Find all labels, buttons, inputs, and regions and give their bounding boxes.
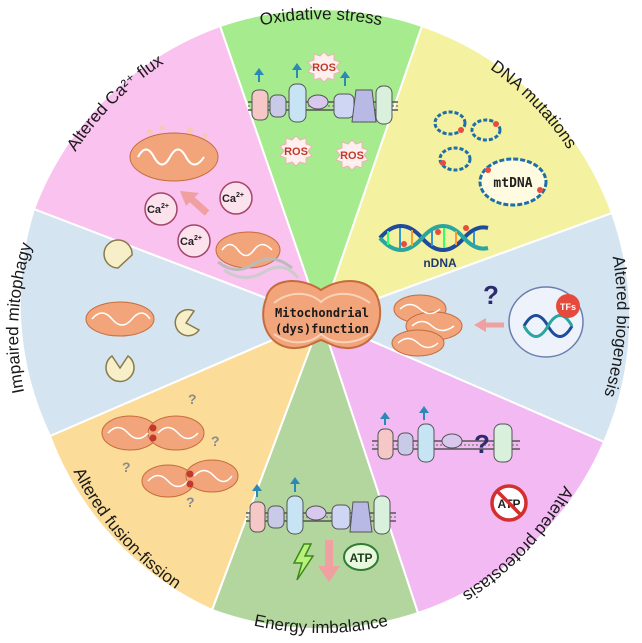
- wedge-proteostasis: [319, 317, 606, 615]
- mitochondria-fission-2: [141, 459, 239, 498]
- lysosome-pacman-1: [103, 239, 133, 269]
- mtdna-circle-small-2: [470, 118, 502, 142]
- nucleus-with-dna: TFs: [508, 286, 584, 358]
- ndna-helix: nDNA: [378, 224, 489, 270]
- lysosome-pacman-2: [174, 308, 201, 337]
- mitochondrion: [85, 301, 155, 337]
- ca-label: Ca2+: [147, 203, 169, 216]
- mtdna-circle-small-3: [438, 146, 472, 172]
- lightning-icon: [292, 543, 315, 581]
- center-title-line-1: Mitochondrial: [275, 306, 369, 320]
- wedge-fusion: [48, 317, 323, 612]
- ca-ion-2: Ca2+: [219, 181, 253, 215]
- mtdna-label: mtDNA: [493, 176, 532, 191]
- question-mark: ?: [474, 429, 490, 459]
- ros-label: ROS: [312, 62, 336, 74]
- lysosome-pacman-3: [105, 354, 135, 383]
- ca-label: Ca2+: [222, 192, 244, 205]
- question-mark: ?: [211, 433, 220, 449]
- membrane-top: [248, 63, 398, 125]
- wedge-biogenesis: [318, 211, 632, 444]
- mtdna-circle-large: mtDNA: [478, 157, 548, 207]
- ndna-label: nDNA: [423, 256, 457, 270]
- ca-ion-3: Ca2+: [177, 224, 211, 258]
- ros-label: ROS: [340, 150, 364, 162]
- tfs-label: TFs: [560, 302, 576, 312]
- calcium-flux-illustration: Ca2+ Ca2+ Ca2+: [129, 125, 300, 279]
- question-mark: ?: [483, 280, 499, 310]
- energy-imbalance-illustration: ATP: [246, 477, 396, 582]
- wedge-mitophagy: [18, 207, 324, 438]
- oxidative-stress-illustration: ROS ROS ROS: [248, 51, 398, 171]
- mitochondria-cluster: [391, 294, 463, 357]
- dna-mutations-illustration: mtDNA nDNA: [378, 110, 548, 270]
- down-arrow-icon: [318, 540, 340, 582]
- ros-burst-2: ROS: [279, 135, 313, 167]
- ros-label: ROS: [284, 146, 308, 158]
- center-title-line-2: (dys)function: [275, 322, 369, 336]
- question-mark: ?: [188, 391, 197, 407]
- question-mark: ?: [186, 494, 195, 510]
- atp-label: ATP: [349, 551, 372, 565]
- ca-ion-1: Ca2+: [144, 192, 178, 226]
- mitophagy-illustration: [85, 239, 201, 383]
- ros-burst-3: ROS: [335, 139, 369, 171]
- mitochondrion-damaged: [129, 125, 219, 182]
- no-atp-icon: ATP: [490, 484, 528, 522]
- biogenesis-illustration: TFs ?: [391, 280, 584, 358]
- ros-burst-1: ROS: [307, 51, 341, 83]
- proteostasis-illustration: ? ATP: [372, 406, 528, 522]
- fusion-fission-illustration: ? ? ? ?: [101, 391, 239, 510]
- center-mitochondrion: Mitochondrial (dys)function: [262, 280, 382, 350]
- wedge-oxidative: [218, 8, 424, 323]
- wedge-dna: [319, 24, 614, 321]
- mitochondria-fission-1: [101, 415, 205, 451]
- mitochondrion-with-er: [215, 231, 300, 279]
- ca-label: Ca2+: [180, 235, 202, 248]
- question-mark: ?: [122, 459, 131, 475]
- atp-badge: ATP: [343, 543, 379, 571]
- mtdna-circle-small-1: [433, 110, 467, 136]
